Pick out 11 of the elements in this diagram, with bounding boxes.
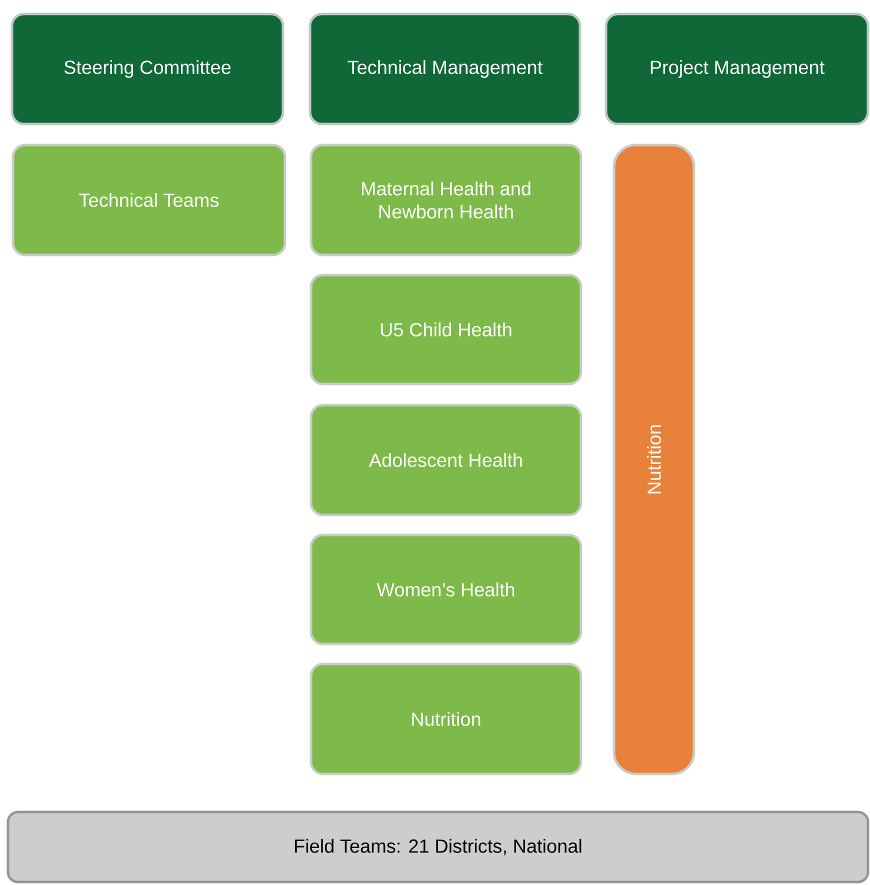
team-box: Women’s Health	[310, 534, 582, 646]
team-box: U5 Child Health	[310, 274, 582, 386]
header-box: Project Management	[604, 12, 870, 126]
header-box: Technical Management	[308, 12, 582, 126]
team-box: Adolescent Health	[310, 404, 582, 516]
header-box: Steering Committee	[10, 12, 284, 126]
vertical-bar: Nutrition	[612, 144, 696, 776]
team-box: Nutrition	[310, 662, 582, 776]
field-box: Field Teams: 21 Districts, National	[6, 810, 870, 884]
team-box: Technical Teams	[12, 144, 286, 256]
team-box: Maternal Health and Newborn Health	[310, 144, 582, 256]
